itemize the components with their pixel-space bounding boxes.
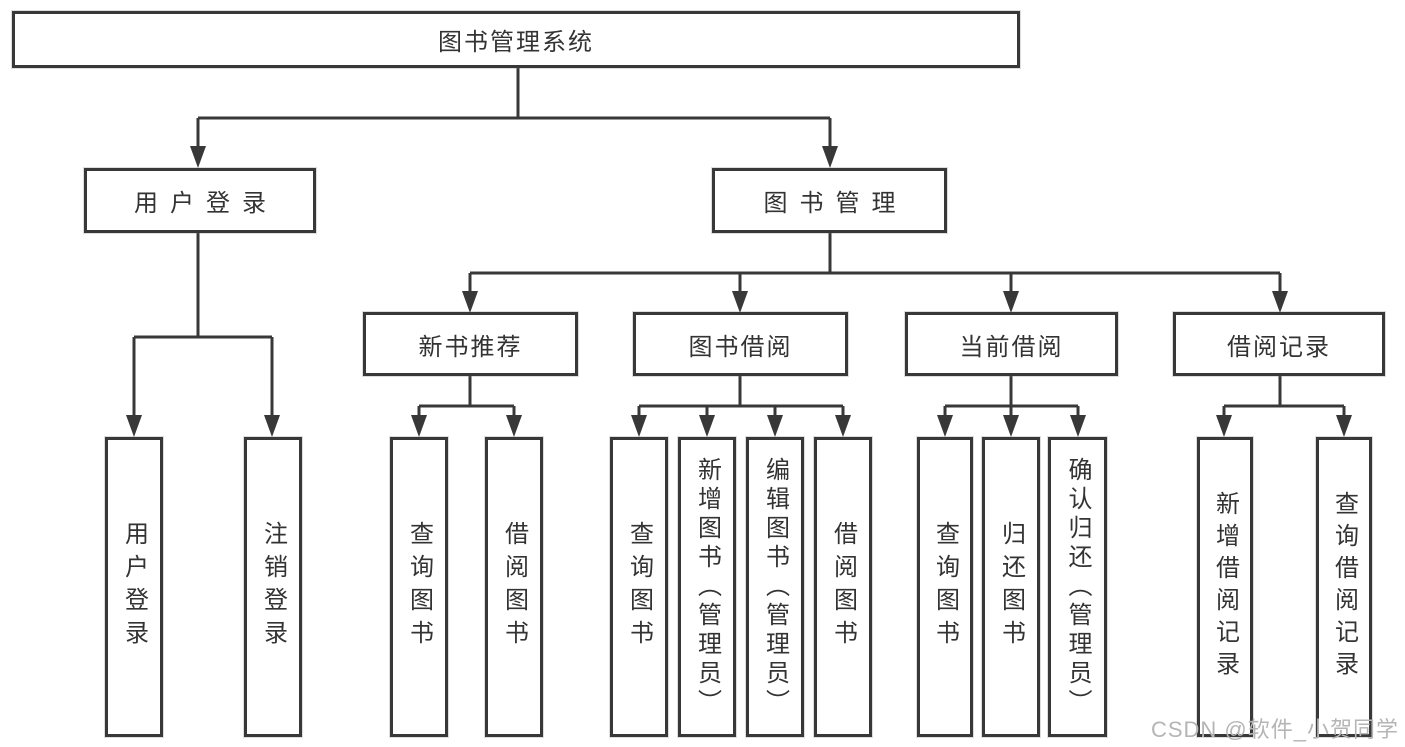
node-label: 归还图书 bbox=[997, 521, 1025, 653]
node-borrow-books-recommend: 借阅图书 bbox=[485, 437, 543, 737]
node-query-books-borrowing: 查询图书 bbox=[610, 437, 668, 737]
node-label: 编辑图书（管理员） bbox=[761, 456, 789, 718]
node-confirm-return-admin: 确认归还（管理员） bbox=[1048, 437, 1107, 737]
node-label: 确认归还（管理员） bbox=[1064, 456, 1091, 718]
node-borrowing-records: 借阅记录 bbox=[1173, 312, 1385, 376]
node-query-books-recommend: 查询图书 bbox=[390, 437, 448, 737]
node-label: 新书推荐 bbox=[418, 333, 523, 361]
node-label: 查询图书 bbox=[931, 521, 959, 653]
node-query-borrow-record: 查询借阅记录 bbox=[1316, 437, 1372, 737]
node-label: 新增图书（管理员） bbox=[693, 456, 721, 718]
node-new-book-recommendation: 新书推荐 bbox=[363, 312, 578, 376]
node-add-books-admin: 新增图书（管理员） bbox=[678, 437, 736, 737]
node-logout: 注销登录 bbox=[244, 437, 302, 737]
node-borrow-books: 借阅图书 bbox=[814, 437, 872, 737]
node-label: 图书管理系统 bbox=[438, 29, 594, 56]
node-current-borrowing: 当前借阅 bbox=[905, 312, 1118, 376]
node-return-books: 归还图书 bbox=[982, 437, 1040, 737]
node-label: 借阅图书 bbox=[829, 521, 857, 653]
node-label: 借阅图书 bbox=[500, 521, 528, 653]
node-label: 图书借阅 bbox=[688, 333, 793, 361]
node-edit-books-admin: 编辑图书（管理员） bbox=[746, 437, 804, 737]
node-label: 注销登录 bbox=[259, 521, 287, 653]
node-add-borrow-record: 新增借阅记录 bbox=[1197, 437, 1253, 737]
csdn-watermark: CSDN @软件_小贺同学 bbox=[1150, 717, 1399, 742]
node-label: 用户登录 bbox=[120, 521, 148, 653]
node-user-login: 用户登录 bbox=[105, 437, 163, 737]
node-label: 图书管理 bbox=[763, 190, 908, 217]
node-label: 用户登录 bbox=[134, 190, 278, 217]
node-query-books-current: 查询图书 bbox=[917, 437, 973, 737]
node-label: 借阅记录 bbox=[1227, 333, 1331, 361]
node-label: 查询图书 bbox=[405, 521, 433, 653]
node-label: 新增借阅记录 bbox=[1211, 491, 1239, 683]
node-label: 查询图书 bbox=[625, 521, 653, 653]
node-label: 查询借阅记录 bbox=[1330, 491, 1358, 683]
node-user-login-branch: 用户登录 bbox=[84, 168, 316, 233]
node-book-management: 图书管理 bbox=[712, 168, 947, 233]
node-book-borrowing: 图书借阅 bbox=[633, 312, 848, 376]
node-library-management-system: 图书管理系统 bbox=[12, 11, 1020, 68]
node-label: 当前借阅 bbox=[959, 333, 1064, 361]
